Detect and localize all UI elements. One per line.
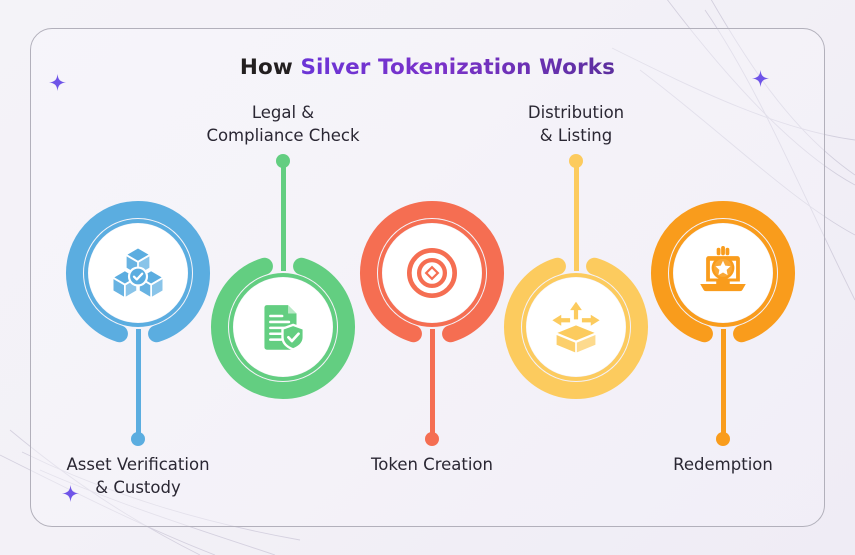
step-connector-dot-5 bbox=[716, 432, 730, 446]
step-connector-dot-4 bbox=[569, 154, 583, 168]
step-label-1: Asset Verification & Custody bbox=[66, 455, 210, 498]
step-label-3: Token Creation bbox=[370, 455, 493, 474]
step-connector-4 bbox=[573, 161, 579, 271]
step-connector-2 bbox=[280, 161, 286, 271]
step-connector-1 bbox=[135, 329, 141, 439]
cubes-check-icon bbox=[108, 243, 168, 303]
page-title: How Silver Tokenization Works bbox=[0, 55, 855, 80]
box-arrows-distribute-icon bbox=[546, 297, 606, 357]
step-label-2: Legal & Compliance Check bbox=[206, 103, 360, 146]
step-connector-dot-2 bbox=[276, 154, 290, 168]
page-title-prefix: How bbox=[239, 55, 301, 80]
step-connector-dot-1 bbox=[131, 432, 145, 446]
laptop-star-award-icon bbox=[693, 243, 753, 303]
step-label-5: Redemption bbox=[673, 455, 773, 474]
token-coin-icon bbox=[402, 243, 462, 303]
step-label-4: Distribution & Listing bbox=[527, 103, 625, 146]
step-connector-3 bbox=[429, 329, 435, 439]
step-connector-5 bbox=[720, 329, 726, 439]
step-connector-dot-3 bbox=[425, 432, 439, 446]
document-shield-check-icon bbox=[253, 297, 313, 357]
page-title-highlight: Silver Tokenization Works bbox=[300, 55, 616, 80]
